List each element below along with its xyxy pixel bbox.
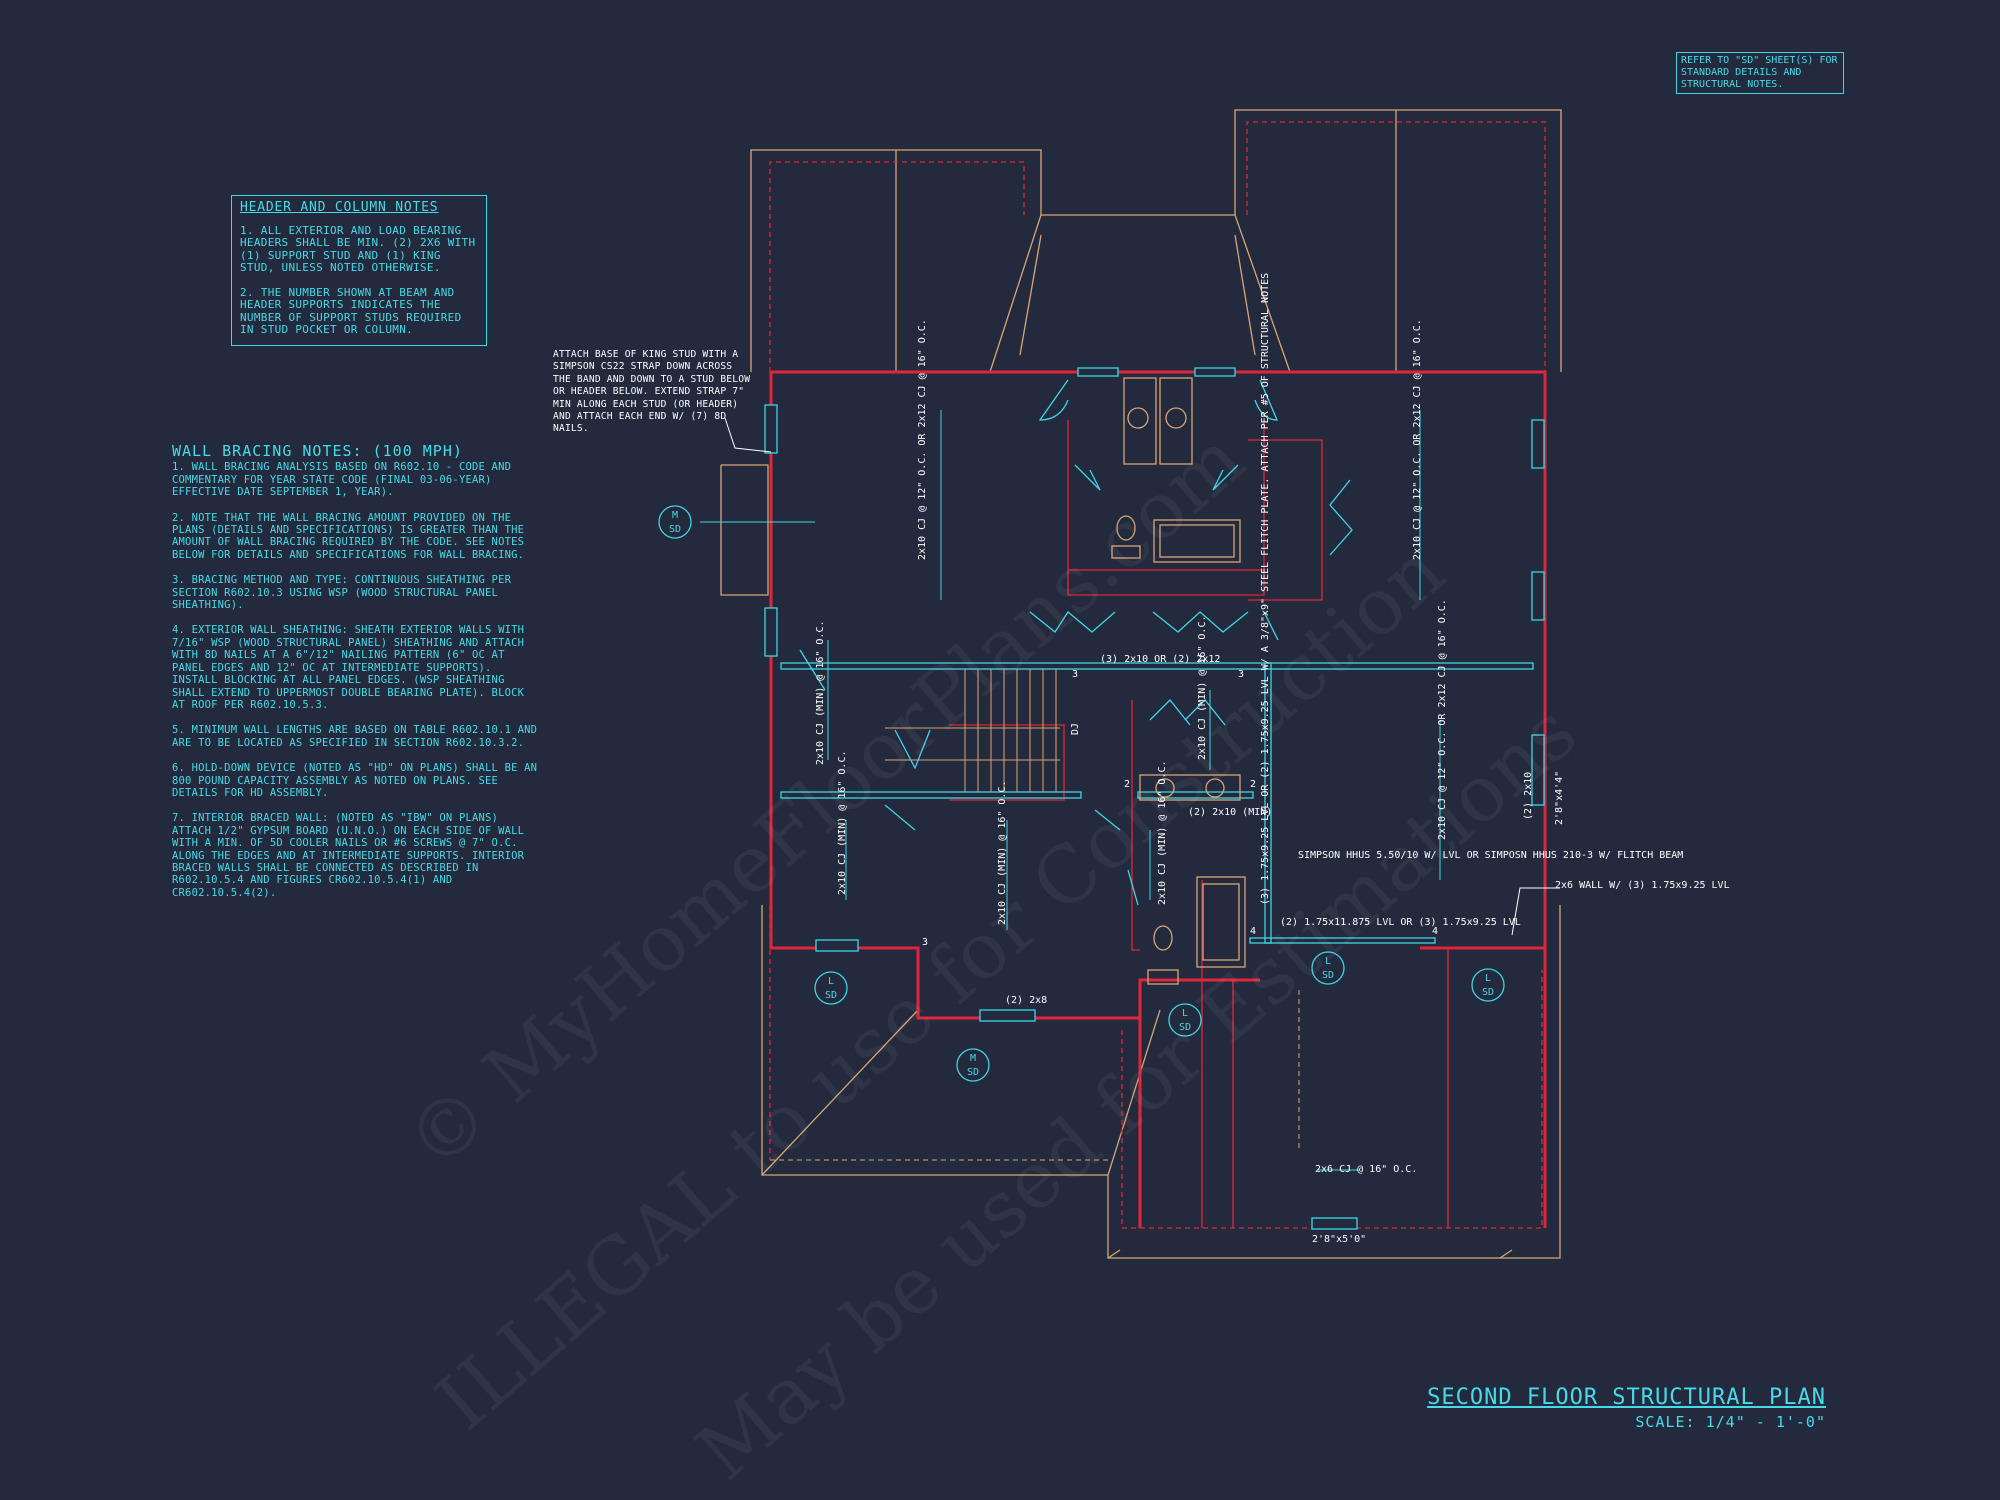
windows xyxy=(764,367,1545,1230)
plan-scale: SCALE: 1/4" - 1'-0" xyxy=(1635,1413,1826,1431)
header-2x8-label: (2) 2x8 xyxy=(1005,995,1047,1006)
header-column-notes: HEADER AND COLUMN NOTES 1. ALL EXTERIOR … xyxy=(231,195,487,346)
cj-hall-label: 2x10 CJ (MIN) @ 16" O.C. xyxy=(1197,616,1208,761)
section-marker-6 xyxy=(1471,968,1505,1002)
dj-label: DJ xyxy=(1070,723,1081,735)
lvl-vertical-label: (3) 1.75x9.25 LVL OR (2) 1.75x9.25 LVL W… xyxy=(1260,273,1271,905)
beam-mid-label: (3) 2x10 OR (2) 2x12 xyxy=(1100,654,1220,665)
section-marker-3 xyxy=(956,1048,990,1082)
cj-garage-label: 2x6 CJ @ 16" O.C. xyxy=(1315,1164,1417,1175)
section-marker-5 xyxy=(1311,951,1345,985)
marker-1-sheet: SD xyxy=(669,524,681,535)
stud-count-2a: 2 xyxy=(1124,779,1130,790)
wall-note-4: 4. EXTERIOR WALL SHEATHING: SHEATH EXTER… xyxy=(172,624,525,711)
stair xyxy=(885,669,1060,792)
stud-count-4b: 4 xyxy=(1432,926,1438,937)
wall-note-5: 5. MINIMUM WALL LENGTHS ARE BASED ON TAB… xyxy=(172,724,538,749)
marker-6-sheet: SD xyxy=(1482,987,1494,998)
cj-right-label: 2x10 CJ @ 12" O.C. OR 2x12 CJ @ 16" O.C. xyxy=(1412,319,1423,560)
interior-walls xyxy=(949,420,1449,1228)
stud-count-2b: 2 xyxy=(1250,779,1256,790)
marker-3-letter: M xyxy=(970,1053,976,1064)
section-marker-4 xyxy=(1168,1003,1202,1037)
refer-note: REFER TO "SD" SHEET(S) FOR STANDARD DETA… xyxy=(1676,52,1844,94)
wall-note-1: 1. WALL BRACING ANALYSIS BASED ON R602.1… xyxy=(172,461,512,499)
window-28x44-label: 2'8"x4'4" xyxy=(1554,771,1565,825)
door-swings xyxy=(799,379,1353,906)
marker-4-sheet: SD xyxy=(1179,1022,1191,1033)
section-marker-text: M SD L SD M SD L SD L SD L SD xyxy=(669,510,1494,1078)
exterior-walls xyxy=(769,370,1547,1228)
cj-bath-label: 2x10 CJ (MIN) @ 16" O.C. xyxy=(1157,761,1168,906)
porch-dashed xyxy=(770,990,1300,1161)
marker-5-sheet: SD xyxy=(1322,970,1334,981)
header-note-1: 1. ALL EXTERIOR AND LOAD BEARING HEADERS… xyxy=(240,223,476,274)
marker-2-sheet: SD xyxy=(825,990,837,1001)
cj-lower-left-label: 2x10 CJ (MIN) @ 16" O.C. xyxy=(837,751,848,896)
wall-note-6: 6. HOLD-DOWN DEVICE (NOTED AS "HD" ON PL… xyxy=(172,762,538,799)
header-note-2: 2. THE NUMBER SHOWN AT BEAM AND HEADER S… xyxy=(240,285,462,336)
stud-count-3a: 3 xyxy=(1072,669,1078,680)
cj-left-label: 2x10 CJ @ 12" O.C. OR 2x12 CJ @ 16" O.C. xyxy=(917,319,928,560)
simpson-label: SIMPSON HHUS 5.50/10 W/ LVL OR SIMPOSN H… xyxy=(1298,850,1683,861)
plan-title: SECOND FLOOR STRUCTURAL PLAN xyxy=(1427,1385,1826,1410)
wall-note-7: 7. INTERIOR BRACED WALL: (NOTED AS "IBW"… xyxy=(172,812,525,899)
leader-lines xyxy=(724,417,1560,936)
stud-count-4a: 4 xyxy=(1250,926,1256,937)
marker-4-letter: L xyxy=(1182,1008,1188,1019)
cj-lower-right-label: 2x10 CJ @ 12" O.C. OR 2x12 CJ @ 16" O.C. xyxy=(1437,599,1448,840)
wall-2x6-label: 2x6 WALL W/ (3) 1.75x9.25 LVL xyxy=(1555,880,1730,891)
window-label: 2'8"x5'0" xyxy=(1312,1234,1366,1245)
header-2x10-label: (2) 2x10 xyxy=(1523,772,1534,820)
wall-bracing-notes: WALL BRACING NOTES: (100 MPH) 1. WALL BR… xyxy=(172,442,542,912)
span-arrows xyxy=(700,410,1441,1171)
fixtures xyxy=(1111,377,1246,985)
roof-outline xyxy=(720,109,1562,1259)
marker-6-letter: L xyxy=(1485,973,1491,984)
header-bath-label: (2) 2x10 (MIN) xyxy=(1188,807,1272,818)
wall-notes-title: WALL BRACING NOTES: (100 MPH) xyxy=(172,442,463,460)
marker-2-letter: L xyxy=(828,976,834,987)
beams xyxy=(780,662,1534,944)
wall-note-3: 3. BRACING METHOD AND TYPE: CONTINUOUS S… xyxy=(172,574,512,612)
cj-lower-mid-label: 2x10 CJ (MIN) @ 16" O.C. xyxy=(997,781,1008,926)
wall-note-2: 2. NOTE THAT THE WALL BRACING AMOUNT PRO… xyxy=(172,511,525,561)
stud-count-3c: 3 xyxy=(922,937,928,948)
marker-3-sheet: SD xyxy=(967,1067,979,1078)
lvl-horizontal-label: (2) 1.75x11.875 LVL OR (3) 1.75x9.25 LVL xyxy=(1280,917,1521,928)
section-marker-2 xyxy=(814,971,848,1005)
plan-labels: 2x10 CJ @ 12" O.C. OR 2x12 CJ @ 16" O.C.… xyxy=(815,273,1730,1245)
header-notes-title: HEADER AND COLUMN NOTES xyxy=(240,200,439,215)
section-markers xyxy=(658,505,1505,1082)
king-stud-attach-note: ATTACH BASE OF KING STUD WITH A SIMPSON … xyxy=(553,349,751,435)
marker-1-letter: M xyxy=(672,510,678,521)
section-marker-1 xyxy=(658,505,692,539)
marker-5-letter: L xyxy=(1325,956,1331,967)
cj-stair-label: 2x10 CJ (MIN) @ 16" O.C. xyxy=(815,621,826,766)
stud-count-3b: 3 xyxy=(1238,669,1244,680)
